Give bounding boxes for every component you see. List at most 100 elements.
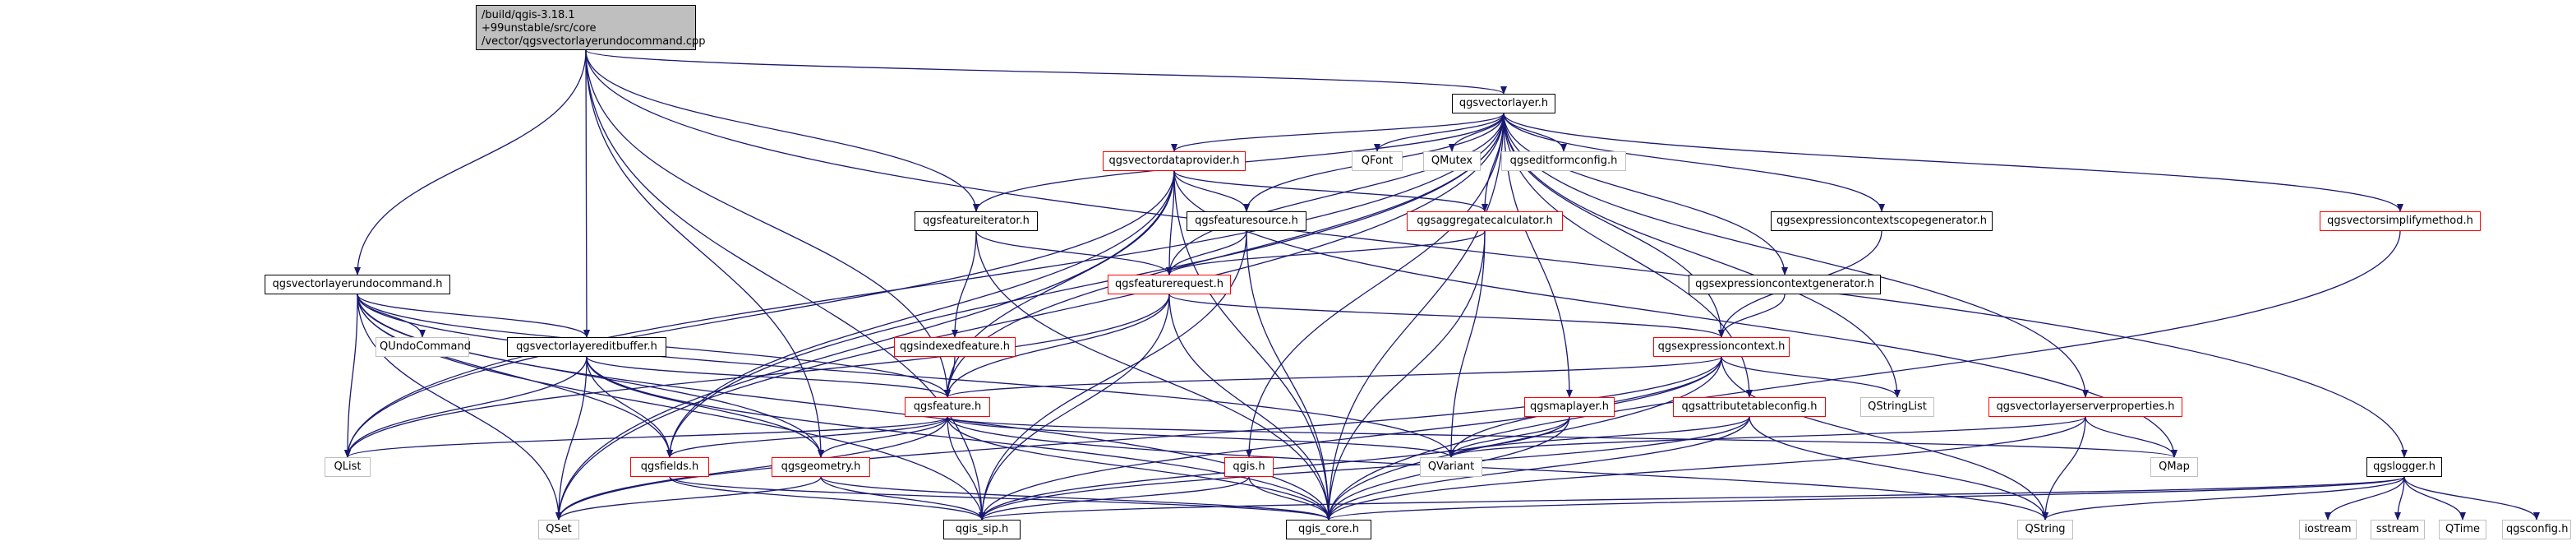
dependency-edge xyxy=(1325,113,1505,521)
dependency-edge xyxy=(947,416,1332,521)
dependency-edge xyxy=(1448,416,2086,458)
dependency-edge xyxy=(2325,476,2405,521)
dependency-edge xyxy=(1325,416,1750,521)
dependency-edge xyxy=(1374,113,1505,152)
dependency-edge xyxy=(1325,416,2086,521)
dependency-edge xyxy=(555,476,822,521)
dependency-edge xyxy=(357,294,985,521)
node-qgsfeature-h[interactable]: qgsfeature.h xyxy=(905,397,990,417)
dependency-edge xyxy=(669,476,1332,521)
node-qfont: QFont xyxy=(1352,151,1403,171)
dependency-edge xyxy=(1325,476,2405,521)
node-qgis-core-h[interactable]: qgis_core.h xyxy=(1286,520,1371,539)
node-qmap: QMap xyxy=(2150,457,2198,477)
root-path-line-2: +99unstable/src/core xyxy=(482,22,597,35)
dependency-edge xyxy=(585,49,2408,458)
dependency-edge xyxy=(555,416,948,521)
dependency-edge xyxy=(585,49,979,212)
dependency-edge xyxy=(1168,294,1332,521)
dependency-edge xyxy=(1325,356,1722,521)
node-qgsexpressioncontextgenerator-h[interactable]: qgsexpressioncontextgenerator.h xyxy=(1689,275,1881,294)
node-qgsvectorsimplifymethod-h[interactable]: qgsvectorsimplifymethod.h xyxy=(2320,211,2481,231)
dependency-edge xyxy=(666,170,1175,458)
node-qlist: QList xyxy=(325,457,371,477)
node-qgsvectorlayerundocommand-h[interactable]: qgsvectorlayerundocommand.h xyxy=(265,275,450,294)
dependency-edge xyxy=(555,356,1722,521)
dependency-edge xyxy=(979,476,1250,521)
dependency-edge xyxy=(1503,113,2403,212)
dependency-edge xyxy=(979,230,1247,521)
dependency-edge xyxy=(586,356,673,458)
dependency-edge xyxy=(1503,113,1567,152)
dependency-edge xyxy=(2403,476,2466,521)
dependency-edge xyxy=(1448,416,1750,458)
dependency-edge xyxy=(585,49,1507,95)
dependency-edge xyxy=(2394,476,2405,521)
node-qgsvectordataprovider-h[interactable]: qgsvectordataprovider.h xyxy=(1103,151,1246,171)
dependency-edge xyxy=(586,356,1332,521)
node-qgsfeaturesource-h[interactable]: qgsfeaturesource.h xyxy=(1187,211,1306,231)
dependency-edge xyxy=(555,356,588,521)
node-qgsfeaturerequest-h[interactable]: qgsfeaturerequest.h xyxy=(1108,275,1231,294)
dependency-edge xyxy=(2042,416,2086,521)
dependency-edge xyxy=(947,416,1454,458)
dependency-edge xyxy=(1168,294,1725,338)
dependency-edge xyxy=(357,294,1454,458)
dependency-edge xyxy=(944,294,1170,398)
dependency-edge xyxy=(669,476,985,521)
dependency-edge xyxy=(344,294,1170,458)
node-qgslogger-h[interactable]: qgslogger.h xyxy=(2366,457,2442,477)
node-qgsconfig-h: qgsconfig.h xyxy=(2502,520,2571,539)
node-qstringlist: QStringList xyxy=(1860,397,1934,417)
dependency-edge xyxy=(555,170,1175,521)
node-qgis-sip-h[interactable]: qgis_sip.h xyxy=(943,520,1021,539)
node-qgsattributetableconfig-h[interactable]: qgsattributetableconfig.h xyxy=(1673,397,1826,417)
dependency-edge xyxy=(344,113,1505,458)
dependency-edge xyxy=(2085,416,2177,458)
node-qgsindexedfeature-h[interactable]: qgsindexedfeature.h xyxy=(894,337,1016,357)
node-qgsvectorlayerserverproperties-h[interactable]: qgsvectorlayerserverproperties.h xyxy=(1988,397,2182,417)
dependency-edge xyxy=(1166,170,1175,275)
dependency-edge xyxy=(354,49,587,275)
node-qundocommand: QUndoCommand xyxy=(376,337,471,357)
dependency-edge xyxy=(1449,113,1505,152)
node-qmutex: QMutex xyxy=(1423,151,1481,171)
dependency-edge xyxy=(1749,416,2048,521)
node-qgsaggregatecalculator-h[interactable]: qgsaggregatecalculator.h xyxy=(1407,211,1563,231)
root-path-line-3: /vector/qgsvectorlayerundocommand.cpp xyxy=(482,35,706,48)
node-qgis-h[interactable]: qgis.h xyxy=(1224,457,1274,477)
node-qgsfeatureiterator-h[interactable]: qgsfeatureiterator.h xyxy=(915,211,1038,231)
node-qgsvectorlayer-h[interactable]: qgsvectorlayer.h xyxy=(1452,94,1555,113)
dependency-edge xyxy=(1718,294,1786,338)
dependency-edge xyxy=(820,476,985,521)
dependency-edge xyxy=(2042,476,2405,521)
dependency-edge xyxy=(357,294,824,458)
dependency-edge xyxy=(585,49,951,398)
root-path-line-1: /build/qgis-3.18.1 xyxy=(482,9,575,21)
node-qgsmaplayer-h[interactable]: qgsmaplayer.h xyxy=(1524,397,1615,417)
dependency-edge xyxy=(1503,113,1885,212)
dependency-edge xyxy=(357,294,426,338)
dependency-edge xyxy=(975,230,1173,275)
dependency-edge xyxy=(979,416,1570,521)
node-qgsgeometry-h[interactable]: qgsgeometry.h xyxy=(772,457,870,477)
node-qgsvectorlayereditbuffer-h[interactable]: qgsvectorlayereditbuffer.h xyxy=(507,337,666,357)
node-qgsexpressioncontextscopegenerator-h[interactable]: qgsexpressioncontextscopegenerator.h xyxy=(1771,211,1993,231)
node-qgsexpressioncontext-h[interactable]: qgsexpressioncontext.h xyxy=(1653,337,1790,357)
dependency-edge xyxy=(583,49,590,338)
dependency-edge xyxy=(979,294,1170,521)
dependency-edge xyxy=(344,356,588,458)
dependency-edge xyxy=(344,416,948,458)
dependency-edge xyxy=(344,170,1175,458)
root-file-node: /build/qgis-3.18.1 +99unstable/src/core … xyxy=(476,5,706,50)
dependency-edge xyxy=(1166,230,1486,275)
dependency-edge xyxy=(357,294,1332,521)
dependency-edge xyxy=(2403,476,2540,521)
dependency-edge xyxy=(344,294,358,458)
dependency-edge xyxy=(947,416,2048,521)
dependency-edge xyxy=(357,294,562,521)
node-qgsfields-h[interactable]: qgsfields.h xyxy=(630,457,709,477)
dependency-edge xyxy=(1721,356,2048,521)
dependency-edge xyxy=(1246,113,1505,458)
dependency-edge xyxy=(1171,113,1505,152)
